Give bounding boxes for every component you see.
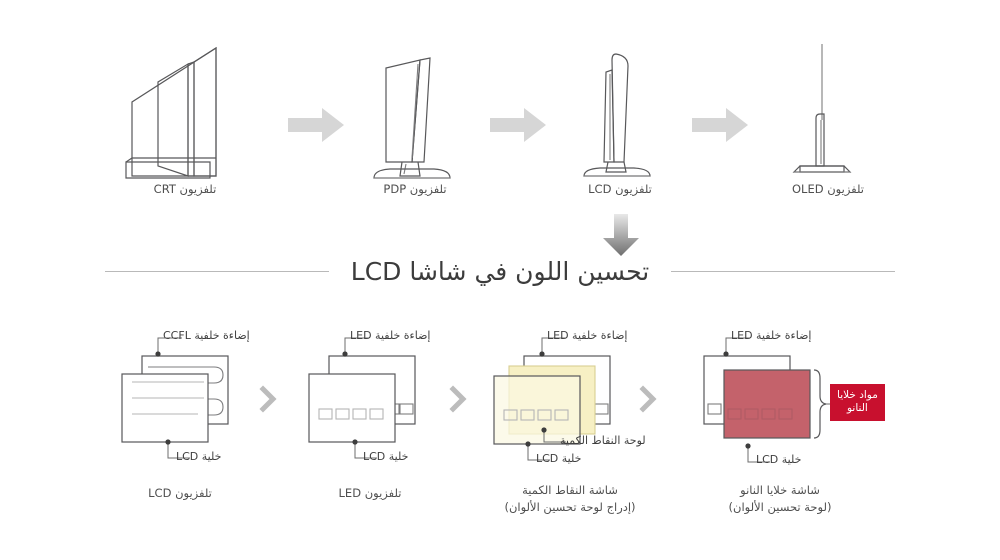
lcd-ccfl-callout-bottom-leader <box>160 439 200 466</box>
pdp-tv-icon <box>368 40 464 180</box>
quantum-dot-callout-top-label: إضاءة خلفية LED <box>547 329 628 342</box>
quantum-dot-caption-line1: شاشة النقاط الكمية <box>522 483 618 497</box>
chevron-right-icon-1 <box>258 385 280 413</box>
nano-material-badge-line2: النانو <box>847 402 868 415</box>
oled-tv-icon <box>778 40 874 180</box>
quantum-dot-callout-bottom-label: خلية LCD <box>536 452 582 465</box>
nano-cell-caption: شاشة خلايا النانو (لوحة تحسين الألوان) <box>700 482 860 515</box>
quantum-dot-caption-line2: (إدراج لوحة تحسين الألوان) <box>504 499 636 514</box>
page-title: تحسين اللون في شاشا LCD <box>350 256 650 286</box>
quantum-dot-caption: شاشة النقاط الكمية (إدراج لوحة تحسين الأ… <box>490 482 650 515</box>
arrow-right-icon-1 <box>288 108 344 142</box>
nano-material-badge: مواد خلايا النانو <box>830 384 885 422</box>
chevron-right-icon-3 <box>638 385 660 413</box>
oled-tv-caption: تلفزيون OLED <box>791 182 864 196</box>
lcd-tv-caption: تلفزيون LCD <box>588 182 652 196</box>
pdp-tv-caption: تلفزيون PDP <box>383 182 447 196</box>
section-title-row: تحسين اللون في شاشا LCD <box>0 248 1000 294</box>
lcd-led-callout-top-label: إضاءة خلفية LED <box>350 329 431 342</box>
crt-tv-caption: تلفزيون CRT <box>153 182 217 196</box>
quantum-dot-callout-panel-label: لوحة النقاط الكمية <box>560 434 646 447</box>
nano-cell-callout-top-leader <box>718 330 758 357</box>
chevron-right-icon-2 <box>448 385 470 413</box>
nano-cell-callout-bottom-leader <box>740 443 780 470</box>
lcd-tv-icon <box>570 40 666 180</box>
crt-tv-icon <box>120 40 250 180</box>
quantum-dot-callout-top-leader <box>534 330 574 357</box>
lcd-led-callout-bottom-leader <box>347 439 387 466</box>
quantum-dot-callout-panel-leader <box>536 427 576 452</box>
nano-cell-callout-bottom-label: خلية LCD <box>756 453 802 466</box>
lcd-led-caption: تلفزيون LED <box>338 486 402 500</box>
nano-cell-caption-line2: (لوحة تحسين الألوان) <box>728 499 832 514</box>
divider-line-right <box>104 270 329 272</box>
quantum-dot-callout-bottom-leader <box>520 441 560 468</box>
lcd-ccfl-panel-icon <box>118 352 243 452</box>
lcd-ccfl-callout-top-leader <box>150 330 190 357</box>
nano-cell-caption-line1: شاشة خلايا النانو <box>740 483 820 497</box>
arrow-right-icon-3 <box>692 108 748 142</box>
divider-line-left <box>671 270 896 272</box>
quantum-dot-panel-icon <box>490 352 625 457</box>
arrow-right-icon-2 <box>490 108 546 142</box>
nano-cell-panel-icon <box>690 352 840 457</box>
nano-cell-callout-top-label: إضاءة خلفية LED <box>731 329 812 342</box>
lcd-led-callout-bottom-label: خلية LCD <box>363 450 409 463</box>
lcd-ccfl-callout-top-label: إضاءة خلفية CCFL <box>163 329 250 342</box>
arrow-down-icon <box>601 214 641 256</box>
lcd-ccfl-callout-bottom-label: خلية LCD <box>176 450 222 463</box>
lcd-ccfl-caption: تلفزيون LCD <box>148 486 212 500</box>
lcd-led-panel-icon <box>305 352 430 452</box>
lcd-led-callout-top-leader <box>337 330 377 357</box>
nano-material-badge-line1: مواد خلايا <box>837 389 878 401</box>
